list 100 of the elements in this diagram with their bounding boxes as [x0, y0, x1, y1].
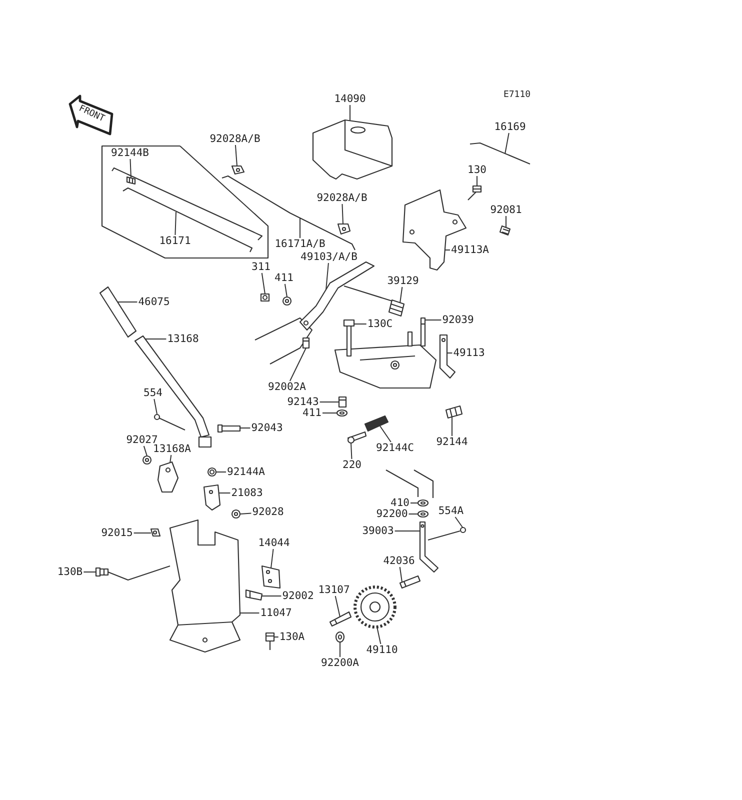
leader-line — [261, 272, 266, 294]
pin-part — [154, 414, 186, 430]
callout-number: 39003 — [361, 525, 395, 537]
leader-line — [154, 398, 158, 414]
leader-line — [130, 158, 132, 178]
spring-part — [207, 467, 217, 477]
callout-number: 130B — [56, 566, 84, 578]
callout-number: 92200 — [375, 508, 409, 520]
lever-part — [419, 521, 439, 573]
washer-part — [417, 499, 429, 507]
washer-part — [417, 510, 429, 518]
callout-number: 46075 — [137, 296, 171, 308]
leader-line — [334, 596, 340, 618]
callout-number: 92002 — [281, 590, 315, 602]
bolt-part — [347, 431, 367, 444]
callout-number: 92081 — [489, 204, 523, 216]
leader-line — [504, 132, 510, 154]
callout-number: 130 — [466, 164, 488, 176]
callout-number: 92002A — [267, 381, 307, 393]
callout-number: 92039 — [441, 314, 475, 326]
callout-number: 130C — [366, 318, 394, 330]
bolt-part — [265, 632, 275, 651]
bolt-part — [467, 185, 482, 201]
callout-number: 13168 — [166, 333, 200, 345]
pin-part — [420, 317, 426, 347]
washer-part — [336, 409, 348, 417]
spring-part — [126, 176, 136, 185]
leader-line — [322, 412, 338, 414]
leader-line — [143, 446, 148, 456]
callout-number: 13168A — [152, 443, 192, 455]
callout-number: 14044 — [257, 537, 291, 549]
spring-part — [343, 285, 405, 317]
diagram-code: E7110 — [503, 90, 531, 100]
callout-number: 11047 — [259, 607, 293, 619]
bolt-part — [343, 319, 355, 357]
leader-line — [234, 144, 238, 166]
bushing-part — [142, 455, 152, 465]
leader-line — [133, 532, 152, 534]
leader-line — [410, 502, 418, 504]
grip-part — [99, 286, 137, 338]
callout-number: 220 — [342, 459, 362, 471]
callout-number: 92200A — [320, 657, 360, 669]
callout-number: 92028 — [251, 506, 285, 518]
callout-number: 311 — [250, 261, 272, 273]
callout-number: 16171 — [158, 235, 192, 247]
rod-part — [470, 142, 530, 164]
leader-line — [399, 566, 402, 582]
spring-part — [364, 415, 389, 432]
washer-part — [282, 296, 292, 306]
callout-number: 554A — [437, 505, 465, 517]
spring-part — [499, 225, 511, 236]
washer-part — [231, 509, 241, 519]
bolt-part — [302, 337, 310, 349]
callout-number: 92028A/B — [316, 192, 368, 204]
callout-number: 554 — [142, 387, 164, 399]
pin-part — [329, 611, 352, 627]
bolt-part — [245, 589, 263, 601]
leader-line — [218, 492, 231, 494]
callout-number: 92028A/B — [208, 133, 262, 145]
callout-number: 49110 — [365, 644, 399, 656]
bracket-part — [157, 461, 179, 493]
callout-number: 92143 — [286, 396, 320, 408]
callout-number: 92015 — [100, 527, 134, 539]
leader-line — [274, 636, 279, 638]
leader-line — [144, 338, 167, 340]
leader-line — [380, 426, 392, 442]
leader-line — [400, 286, 403, 304]
leader-line — [394, 530, 420, 532]
callout-number: 92144A — [226, 466, 266, 478]
leader-line — [376, 626, 382, 644]
nut-part — [150, 528, 161, 537]
callout-number: 410 — [390, 497, 410, 509]
leader-line — [476, 176, 478, 186]
leader-line — [454, 516, 464, 528]
callout-number: 14090 — [333, 93, 367, 105]
callout-number: 411 — [274, 272, 294, 284]
leader-line — [174, 212, 176, 236]
callout-number: 13107 — [317, 584, 351, 596]
bracket-part — [169, 519, 241, 653]
callout-number: 130A — [278, 631, 306, 643]
bolt-part — [95, 567, 109, 577]
callout-number: 92144C — [375, 442, 415, 454]
leader-line — [270, 548, 274, 568]
pin-part — [399, 575, 421, 589]
callout-number: 39129 — [386, 275, 420, 287]
leader-line — [240, 512, 252, 514]
leader-line — [350, 442, 352, 460]
cover-part — [312, 119, 393, 180]
clip-part — [231, 165, 245, 175]
bracket-part — [261, 565, 281, 589]
leader-line — [342, 204, 344, 224]
callout-number: 42036 — [382, 555, 416, 567]
callout-number: 92144B — [110, 147, 150, 159]
leader-line — [240, 612, 260, 614]
bracket-part — [203, 484, 221, 511]
callout-number: 411 — [302, 407, 322, 419]
callout-number: 16171A/B — [274, 238, 326, 250]
leader-line — [326, 262, 329, 290]
callout-number: 49103/A/B — [300, 251, 358, 263]
callout-number: 21083 — [230, 487, 264, 499]
